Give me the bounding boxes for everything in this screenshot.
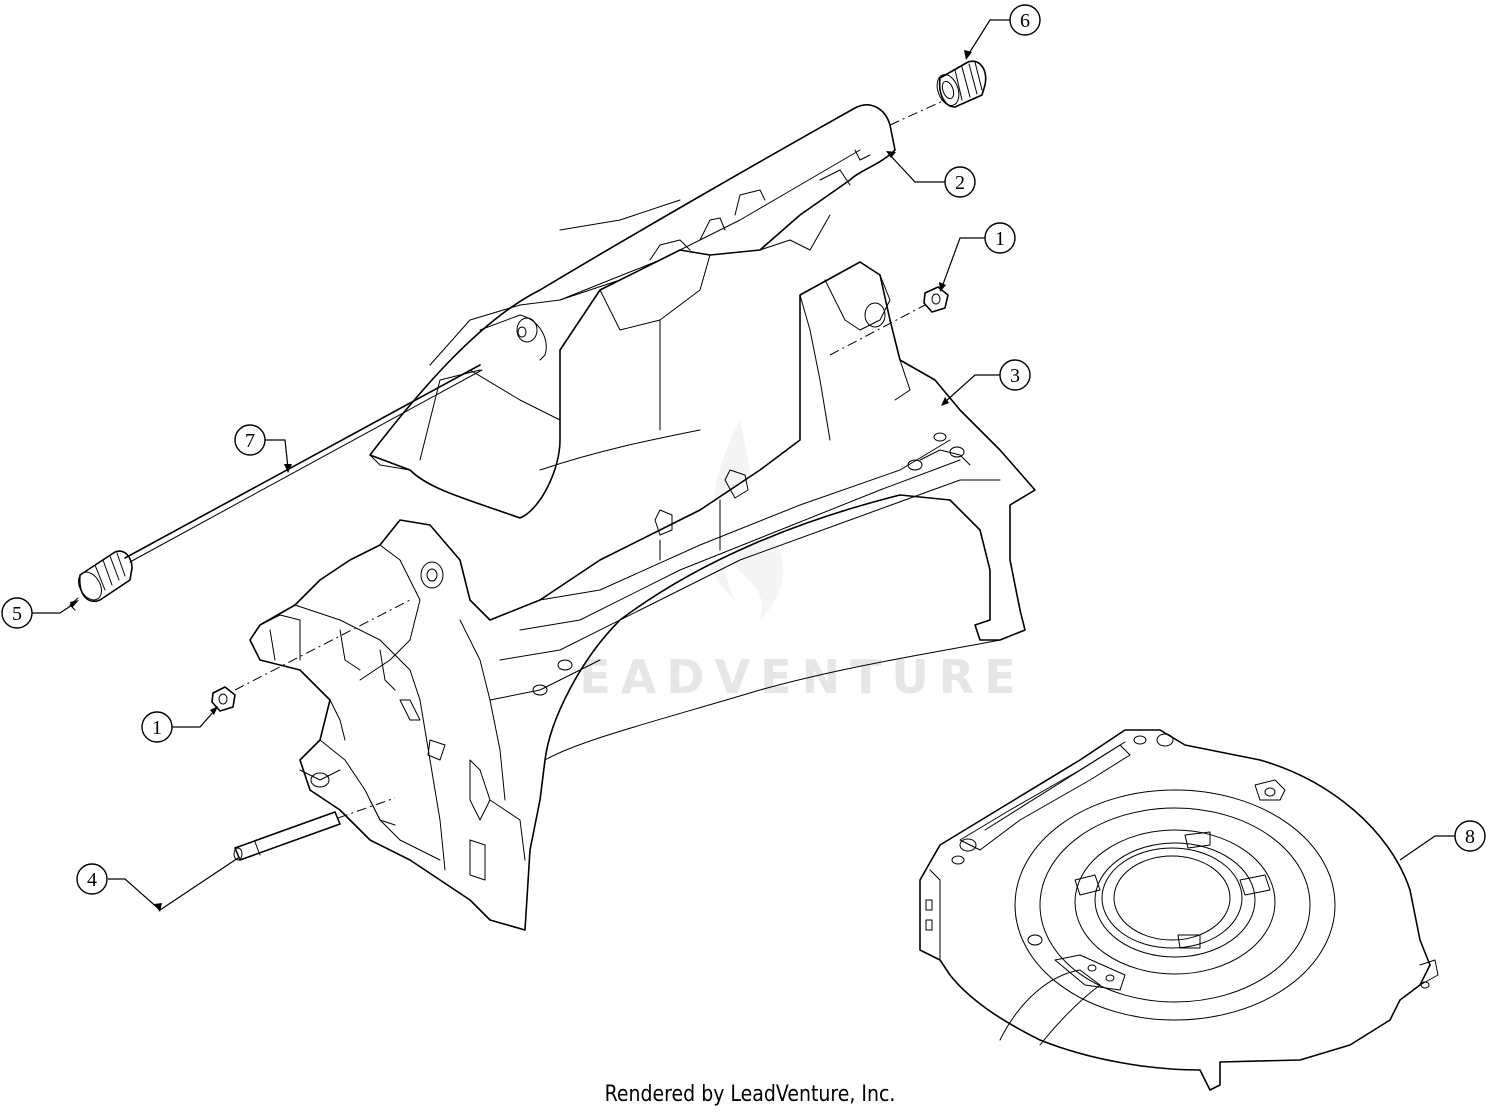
part-5-spring bbox=[69, 550, 133, 611]
callout-8-label: 8 bbox=[1465, 826, 1475, 848]
callout-2: 2 bbox=[944, 166, 976, 198]
footer-credit: Rendered by LeadVenture, Inc. bbox=[604, 1082, 896, 1107]
callout-1-upper: 1 bbox=[984, 222, 1016, 254]
callout-1-lower: 1 bbox=[141, 711, 173, 743]
callout-6: 6 bbox=[1009, 4, 1041, 36]
part-7-rod bbox=[124, 364, 483, 563]
watermark-text: LEADVENTURE bbox=[540, 650, 1026, 704]
callout-5-label: 5 bbox=[12, 603, 22, 625]
part-4-pin bbox=[233, 811, 341, 861]
part-3-housing bbox=[249, 261, 1036, 931]
part-8-cowl bbox=[919, 729, 1439, 1091]
callout-1-lower-label: 1 bbox=[152, 717, 162, 739]
callout-4: 4 bbox=[76, 863, 108, 895]
callout-7: 7 bbox=[234, 424, 266, 456]
callout-8: 8 bbox=[1454, 820, 1486, 852]
part-6-spring bbox=[936, 60, 987, 108]
callout-2-label: 2 bbox=[955, 172, 965, 194]
part-1-nut-lower bbox=[211, 686, 236, 712]
callout-3-label: 3 bbox=[1010, 365, 1020, 387]
callout-5: 5 bbox=[1, 597, 33, 629]
callout-7-label: 7 bbox=[245, 430, 255, 452]
callout-1-upper-label: 1 bbox=[995, 228, 1005, 250]
callout-4-label: 4 bbox=[87, 869, 97, 891]
part-2-deflector-cover bbox=[369, 104, 896, 519]
callout-6-label: 6 bbox=[1020, 10, 1030, 32]
callout-3: 3 bbox=[999, 359, 1031, 391]
callouts bbox=[30, 19, 1455, 912]
part-1-nut-upper bbox=[923, 286, 949, 313]
centerlines bbox=[234, 99, 946, 819]
